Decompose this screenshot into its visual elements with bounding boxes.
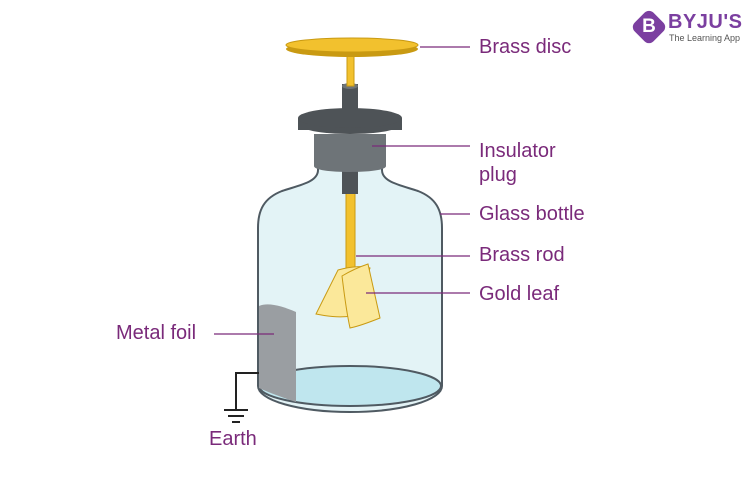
insulator-plug xyxy=(314,134,386,172)
brass-rod xyxy=(345,189,356,277)
label-brass-disc: Brass disc xyxy=(479,36,572,58)
brass-rod-upper xyxy=(346,53,355,87)
label-gold-leaf: Gold leaf xyxy=(479,283,560,305)
logo-mark-letter: B xyxy=(642,16,656,37)
logo-tagline: The Learning App xyxy=(669,33,741,43)
label-earth: Earth xyxy=(209,428,257,450)
bottle-base-liquid xyxy=(260,367,440,405)
label-brass-rod: Brass rod xyxy=(479,244,565,266)
plug-lower-stem xyxy=(342,170,358,194)
label-insulator-plug-line1: Insulator xyxy=(479,140,556,162)
label-insulator-plug-line2: plug xyxy=(479,164,517,186)
byjus-logo: B BYJU'S The Learning App xyxy=(630,8,743,46)
brass-disc xyxy=(285,37,419,53)
plug-upper-stem xyxy=(342,84,358,124)
metal-foil xyxy=(259,304,296,402)
gold-leaf-right xyxy=(341,263,381,329)
label-metal-foil: Metal foil xyxy=(116,322,197,344)
earth-wire xyxy=(235,372,259,410)
label-glass-bottle: Glass bottle xyxy=(479,203,585,225)
logo-name: BYJU'S xyxy=(668,11,743,33)
